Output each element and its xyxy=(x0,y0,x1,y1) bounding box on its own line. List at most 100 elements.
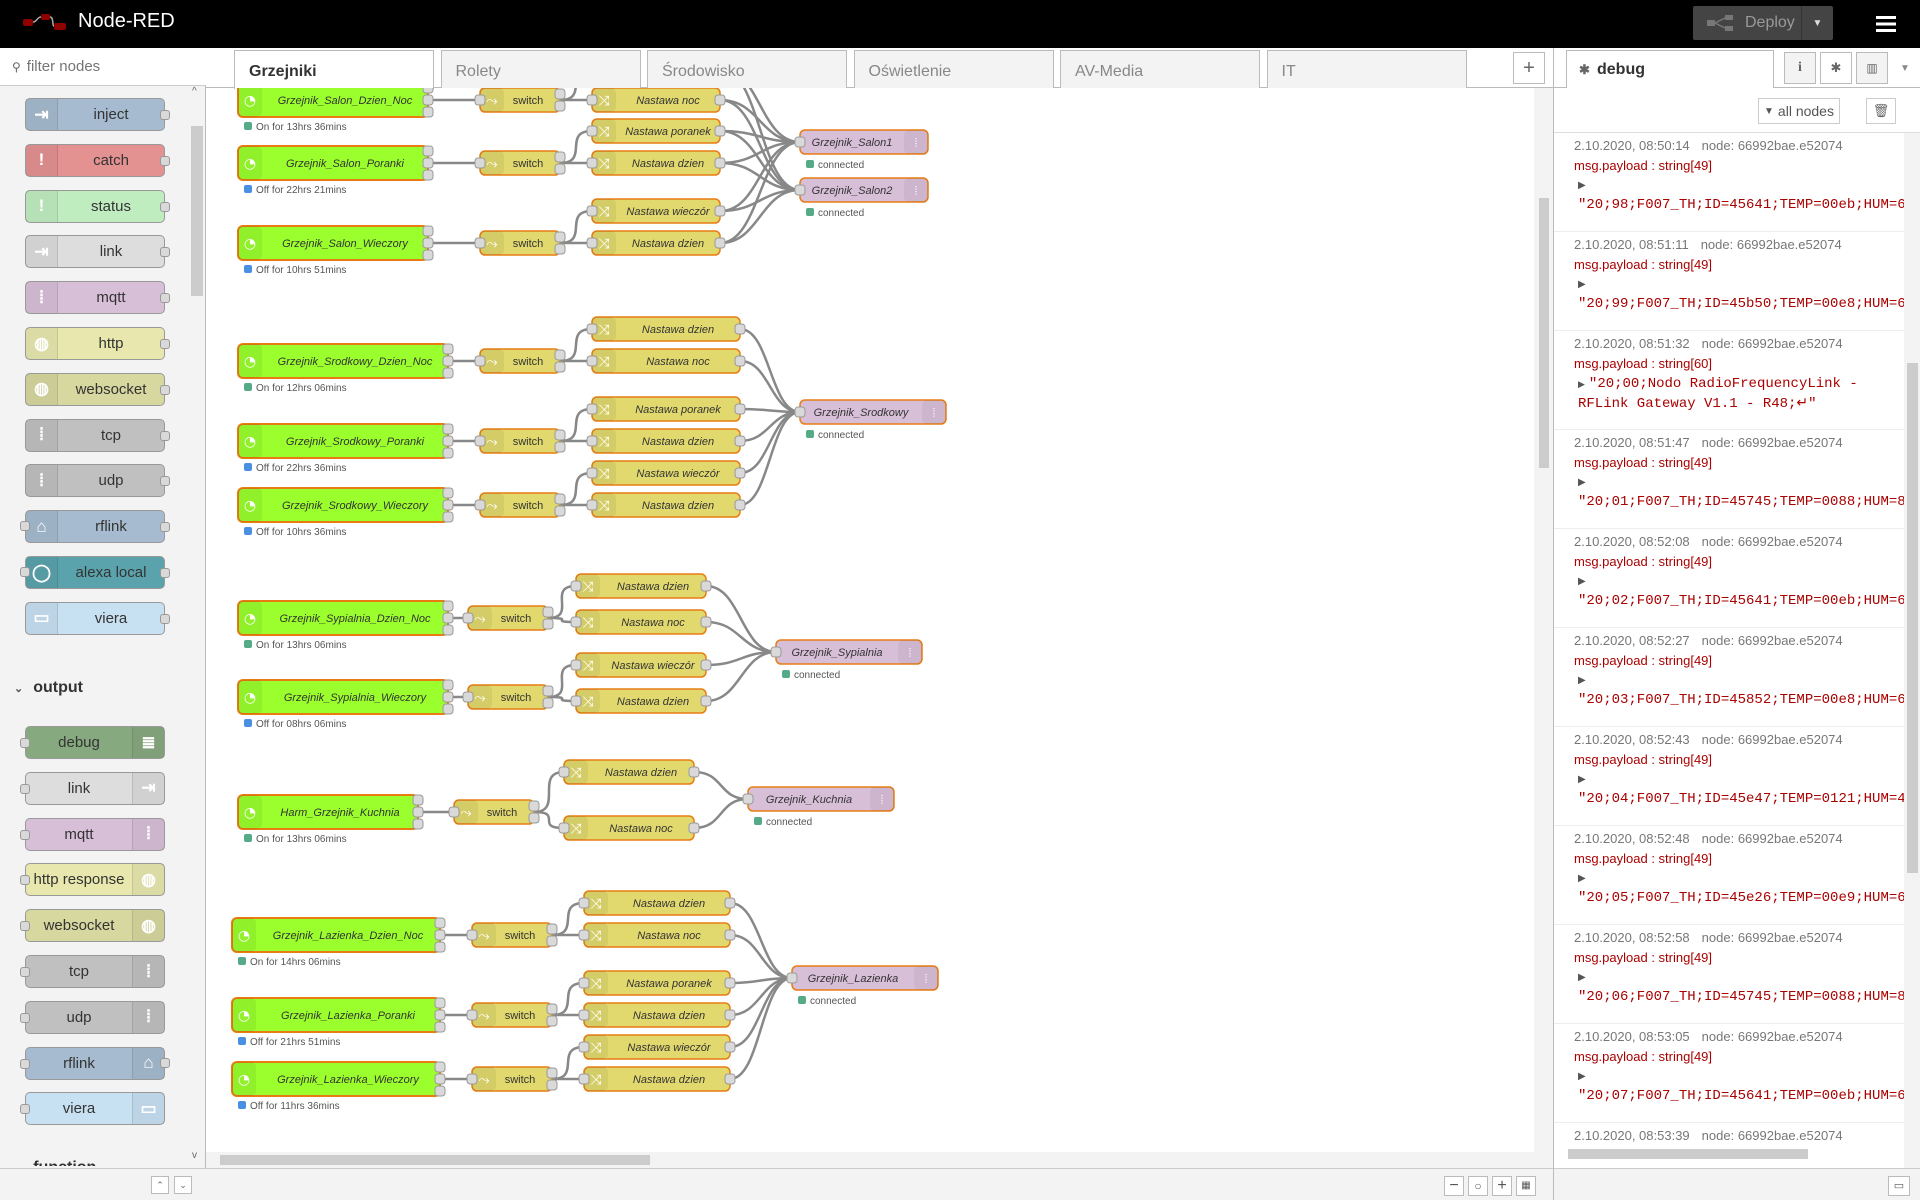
port[interactable] xyxy=(442,679,454,691)
change-node[interactable]: ⤨Nastawa noc xyxy=(591,348,741,374)
port[interactable] xyxy=(570,695,582,707)
port[interactable] xyxy=(586,355,598,367)
palette-node-rflink[interactable]: ⌂rflink xyxy=(20,1046,165,1080)
wire[interactable] xyxy=(705,650,777,703)
port[interactable] xyxy=(442,499,454,511)
palette-node-udp[interactable]: ⦙udp xyxy=(25,464,170,498)
output-port[interactable] xyxy=(160,1057,170,1068)
trigger-node-Grzejnik_Sypialnia_Wieczory[interactable]: ◔Grzejnik_Sypialnia_Wieczory xyxy=(237,679,449,715)
palette-node-http[interactable]: ◍http xyxy=(25,327,170,360)
port[interactable] xyxy=(714,94,726,106)
message-node[interactable]: node: 66992bae.e52074 xyxy=(1700,237,1842,252)
port[interactable] xyxy=(434,917,446,929)
switch-node[interactable]: ⤳switch xyxy=(479,150,561,176)
change-node[interactable]: ⤨Nastawa dzien xyxy=(575,688,707,714)
port[interactable] xyxy=(724,897,736,909)
port[interactable] xyxy=(448,806,460,818)
switch-node[interactable]: ⤳switch xyxy=(479,348,561,374)
expand-arrow-icon[interactable]: ▶ xyxy=(1578,279,1586,290)
message-node[interactable]: node: 66992bae.e52074 xyxy=(1701,1128,1843,1143)
palette-node-mqtt[interactable]: ⦙mqtt xyxy=(25,281,170,315)
expand-arrow-icon[interactable]: ▶ xyxy=(1578,873,1586,884)
port[interactable] xyxy=(466,1009,478,1021)
port[interactable] xyxy=(714,157,726,169)
port[interactable] xyxy=(442,487,454,499)
change-node[interactable]: ⤨Nastawa dzien xyxy=(583,1066,731,1092)
port[interactable] xyxy=(466,929,478,941)
port[interactable] xyxy=(474,355,486,367)
port[interactable] xyxy=(546,923,558,935)
palette-node-catch[interactable]: !catch xyxy=(25,143,170,177)
input-port[interactable] xyxy=(20,829,30,840)
wire[interactable] xyxy=(739,359,801,414)
palette-node-debug[interactable]: ≣debug xyxy=(20,726,165,759)
sidebar-menu-button[interactable]: ▼ xyxy=(1900,62,1910,74)
port[interactable] xyxy=(794,184,806,196)
port[interactable] xyxy=(462,691,474,703)
port[interactable] xyxy=(412,806,424,818)
input-port[interactable] xyxy=(20,967,30,977)
port[interactable] xyxy=(434,929,446,941)
switch-node[interactable]: ⤳switch xyxy=(467,684,549,710)
trigger-node-Grzejnik_Salon_Wieczory[interactable]: ◔Grzejnik_Salon_Wieczory xyxy=(237,225,429,261)
port[interactable] xyxy=(442,343,454,355)
change-node[interactable]: ⤨Nastawa dzien xyxy=(591,150,721,176)
input-port[interactable] xyxy=(20,521,30,532)
tab-oświetlenie[interactable]: Oświetlenie xyxy=(853,50,1054,88)
palette-node-rflink[interactable]: ⌂rflink xyxy=(25,510,170,544)
switch-node[interactable]: ⤳switch xyxy=(471,1002,553,1028)
change-node[interactable]: ⤨Nastawa poranek xyxy=(591,118,721,144)
expand-arrow-icon[interactable]: ▶ xyxy=(1578,774,1586,785)
navigator-button[interactable]: ▦ xyxy=(1516,1176,1536,1196)
mqtt-out-node-Grzejnik_Salon1[interactable]: ⦙Grzejnik_Salon1 xyxy=(799,129,929,155)
port[interactable] xyxy=(734,435,746,447)
port[interactable] xyxy=(434,1009,446,1021)
port[interactable] xyxy=(542,697,554,709)
input-port[interactable] xyxy=(20,1058,30,1069)
port[interactable] xyxy=(586,237,598,249)
port[interactable] xyxy=(794,406,806,418)
port[interactable] xyxy=(546,1003,558,1015)
port[interactable] xyxy=(714,237,726,249)
port[interactable] xyxy=(434,997,446,1009)
port[interactable] xyxy=(422,157,434,169)
palette-scroll-thumb[interactable] xyxy=(191,126,203,296)
expand-arrow-icon[interactable]: ▶ xyxy=(1578,576,1586,587)
change-node[interactable]: ⤨Nastawa dzien xyxy=(591,428,741,454)
port[interactable] xyxy=(724,1009,736,1021)
switch-node[interactable]: ⤳switch xyxy=(479,88,561,113)
zoom-reset-button[interactable]: ○ xyxy=(1468,1176,1488,1196)
port[interactable] xyxy=(688,766,700,778)
port[interactable] xyxy=(422,225,434,237)
palette-node-link[interactable]: ⇥link xyxy=(20,771,165,805)
port[interactable] xyxy=(554,429,566,441)
scroll-up-icon[interactable]: ^ xyxy=(192,86,197,97)
port[interactable] xyxy=(554,100,566,112)
filter-all-nodes-button[interactable]: ▼ all nodes xyxy=(1758,98,1840,124)
port[interactable] xyxy=(714,205,726,217)
output-port[interactable] xyxy=(160,384,170,395)
port[interactable] xyxy=(442,624,454,636)
output-port[interactable] xyxy=(160,613,170,624)
port[interactable] xyxy=(554,349,566,361)
port[interactable] xyxy=(724,1073,736,1085)
port[interactable] xyxy=(542,685,554,697)
input-port[interactable] xyxy=(20,1012,30,1023)
sidebar-hscroll-thumb[interactable] xyxy=(1568,1149,1808,1159)
port[interactable] xyxy=(554,441,566,453)
palette-node-http-response[interactable]: ◍http response xyxy=(20,863,165,897)
mqtt-out-node-Grzejnik_Sypialnia[interactable]: ⦙Grzejnik_Sypialnia xyxy=(775,639,923,665)
message-payload[interactable]: "20;03;F007_TH;ID=45852;TEMP=00e8;HUM=65 xyxy=(1578,692,1904,708)
info-tab-button[interactable]: i xyxy=(1784,52,1816,84)
wire[interactable] xyxy=(693,770,749,801)
message-node[interactable]: node: 66992bae.e52074 xyxy=(1701,831,1843,846)
change-node[interactable]: ⤨Nastawa poranek xyxy=(583,970,731,996)
port[interactable] xyxy=(734,355,746,367)
message-node[interactable]: node: 66992bae.e52074 xyxy=(1701,633,1843,648)
output-port[interactable] xyxy=(160,247,170,258)
